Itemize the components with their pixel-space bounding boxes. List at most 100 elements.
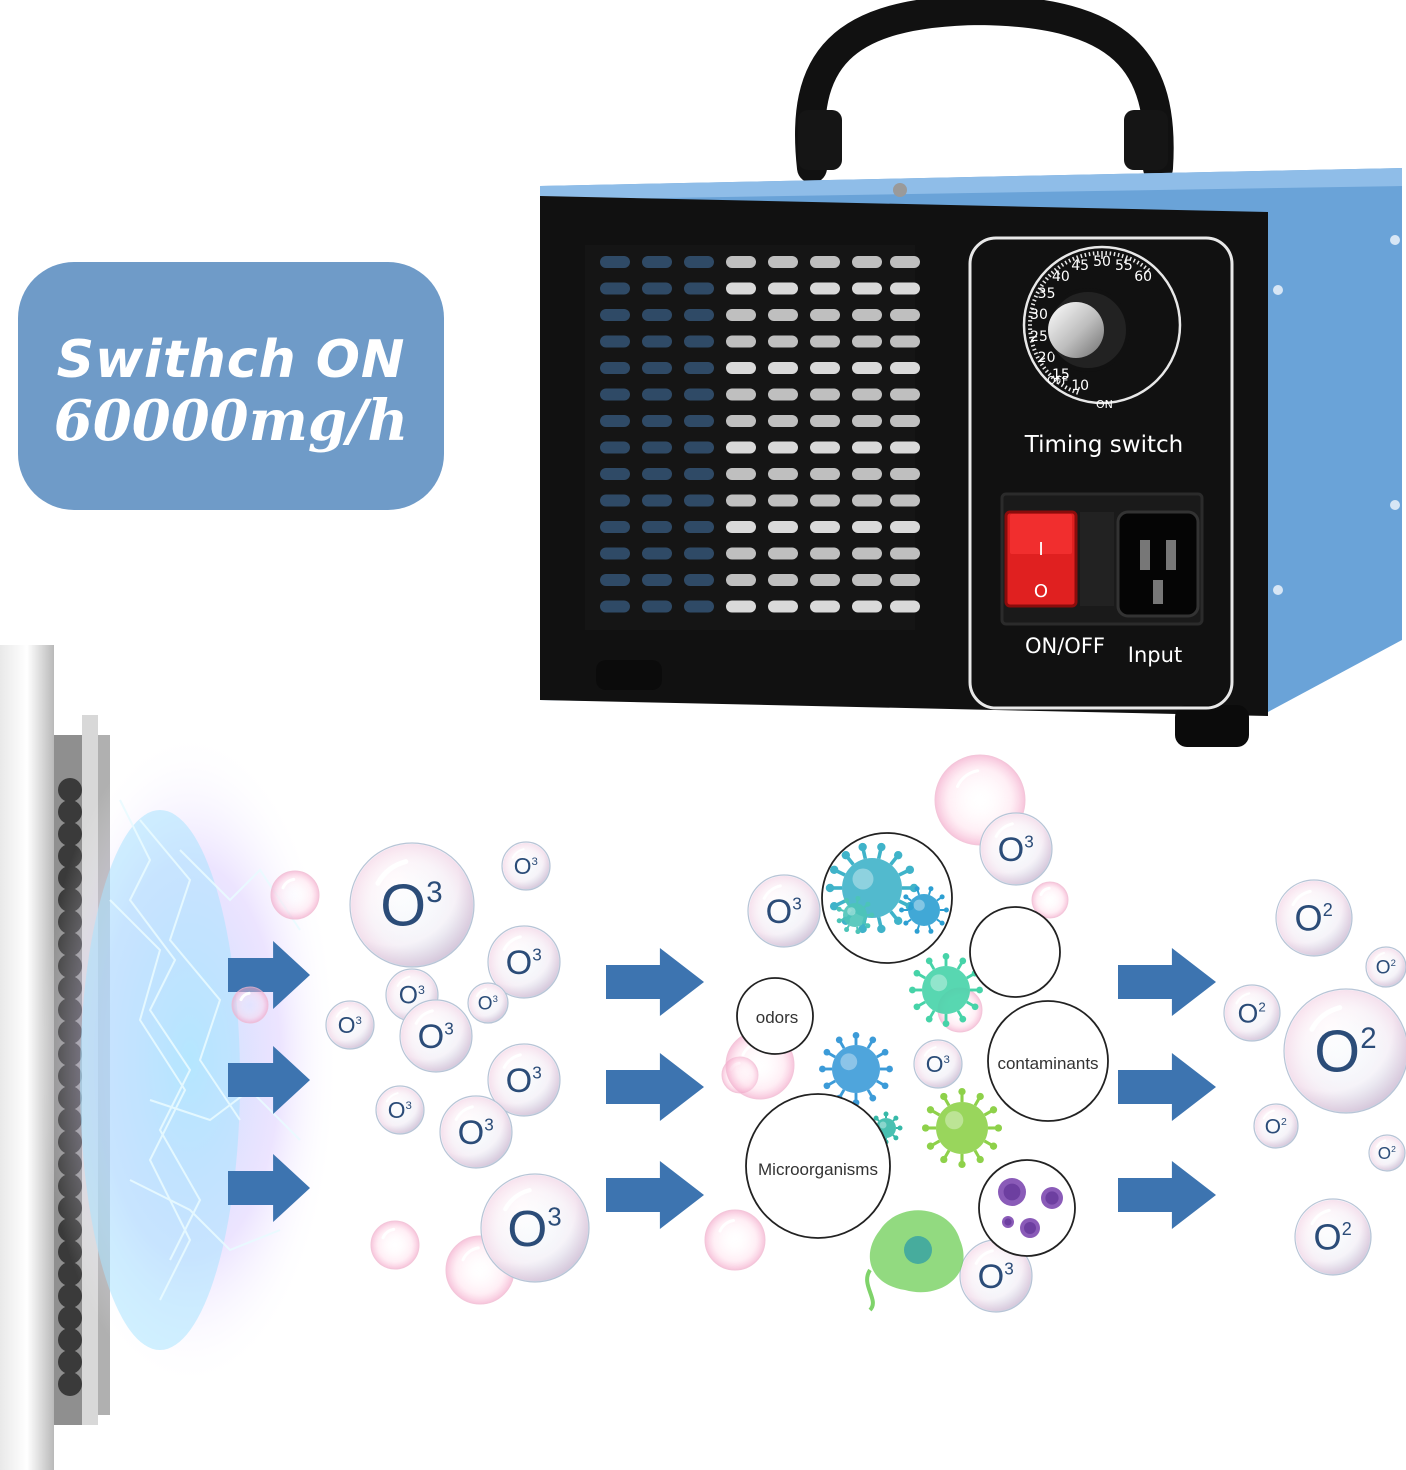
svg-text:3: 3: [531, 856, 537, 868]
vent-slot: [890, 282, 920, 295]
vent-slot: [684, 494, 714, 507]
dial-number: 55: [1115, 258, 1133, 274]
vent-slot: [642, 600, 672, 613]
vent-slot: [768, 415, 798, 427]
target-odors-label: odors: [756, 1008, 799, 1027]
target-microorganisms: Microorganisms: [745, 1093, 891, 1239]
electrode-tooth: [58, 1350, 82, 1374]
svg-text:3: 3: [943, 1054, 949, 1066]
vent-slot: [890, 335, 920, 348]
dial-number: 25: [1030, 329, 1048, 345]
vent-slot: [890, 415, 920, 427]
vent-slot: [890, 600, 920, 613]
svg-text:O: O: [926, 1051, 944, 1077]
vent-slot: [684, 335, 714, 348]
vent-slot: [852, 521, 882, 533]
vent-slot: [726, 415, 756, 427]
vent-slot: [810, 362, 840, 374]
vent-slot: [642, 388, 672, 401]
vent-slot: [600, 256, 630, 268]
svg-text:O: O: [506, 1062, 533, 1100]
vent-slot: [600, 388, 630, 401]
vent-slot: [726, 388, 756, 401]
vent-slot: [810, 415, 840, 427]
svg-text:3: 3: [444, 1019, 454, 1038]
vent-slot: [810, 441, 840, 454]
vent-slot: [768, 335, 798, 348]
control-panel: [968, 236, 1234, 710]
vent-slot: [642, 574, 672, 586]
dial-number: 60: [1134, 269, 1152, 285]
vent-slot: [726, 309, 756, 321]
svg-text:2: 2: [1342, 1219, 1352, 1239]
timing-switch-label: Timing switch: [1024, 432, 1183, 458]
flow-arrow: [228, 1154, 310, 1222]
vent-slot: [684, 468, 714, 480]
power-rocker-switch[interactable]: I O: [1004, 510, 1078, 608]
svg-text:O: O: [507, 1200, 547, 1257]
target-odors: odors: [736, 977, 814, 1055]
svg-text:O: O: [766, 893, 793, 931]
timer-knob[interactable]: [1048, 302, 1104, 358]
vent-slot: [726, 256, 756, 268]
svg-text:3: 3: [547, 1203, 561, 1231]
svg-text:O: O: [1265, 1115, 1281, 1138]
dial-number: 50: [1093, 254, 1111, 270]
vent-slot: [890, 521, 920, 533]
vent-slot: [726, 441, 756, 454]
vent-slot: [810, 388, 840, 401]
flow-arrow: [606, 1053, 704, 1121]
device-foot: [1175, 705, 1249, 747]
vent-slot: [684, 282, 714, 295]
amoeba-icon: [865, 1210, 964, 1312]
vent-slot: [890, 388, 920, 401]
vent-slot: [810, 547, 840, 560]
vent-slot: [768, 494, 798, 507]
vent-slot: [600, 600, 630, 613]
svg-text:3: 3: [792, 894, 802, 913]
vent-slot: [600, 468, 630, 480]
svg-text:3: 3: [355, 1015, 361, 1027]
svg-text:O: O: [998, 831, 1025, 869]
vent-slot: [810, 282, 840, 295]
vent-slot: [642, 521, 672, 533]
input-label: Input: [1128, 643, 1182, 667]
vent-slot: [768, 362, 798, 374]
vent-slot: [890, 494, 920, 507]
rocker-on-mark: I: [1038, 539, 1043, 560]
vent-slot: [810, 256, 840, 268]
svg-text:3: 3: [532, 945, 542, 964]
vent-slot: [726, 494, 756, 507]
svg-text:O: O: [506, 944, 533, 982]
vent-slot: [726, 362, 756, 374]
vent-slot: [852, 600, 882, 613]
svg-text:3: 3: [493, 994, 498, 1005]
svg-text:3: 3: [426, 876, 442, 909]
vent-slot: [726, 521, 756, 533]
svg-text:O: O: [1314, 1217, 1342, 1258]
vent-slot: [890, 547, 920, 560]
svg-text:O: O: [388, 1097, 406, 1123]
vent-slot: [810, 468, 840, 480]
vent-slot: [600, 415, 630, 427]
vent-slot: [726, 468, 756, 480]
dial-number: 10: [1071, 378, 1089, 394]
svg-text:O: O: [1295, 898, 1323, 939]
vent-slot: [852, 335, 882, 348]
vent-slot: [600, 521, 630, 533]
target-contaminants-label: contaminants: [997, 1054, 1098, 1073]
virus-icon: [921, 1087, 1003, 1169]
plain-bubble: [270, 870, 320, 920]
svg-text:O: O: [1378, 1144, 1391, 1163]
flow-arrow: [606, 948, 704, 1016]
